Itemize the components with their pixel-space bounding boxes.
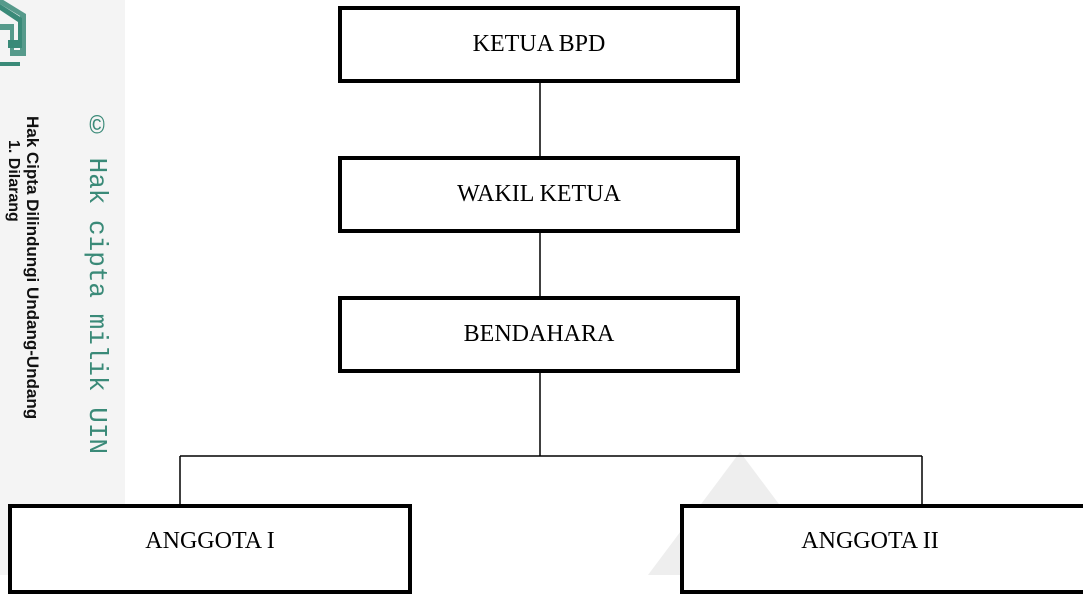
connector-lines [179,83,923,575]
watermark-copyright: © Hak cipta milik UIN [82,112,112,455]
node-bendahara-label: BENDAHARA [463,321,615,347]
node-anggota-1-label: ANGGOTA I [145,528,275,554]
watermark-law-line-2: 1. Dilarang [5,140,20,222]
node-anggota-2: ANGGOTA II [680,504,1083,594]
node-anggota-2-label: ANGGOTA II [801,528,939,554]
university-logo-icon [0,0,26,66]
watermark-law-line: Hak Cipta Dilindungi Undang-Undang [23,116,42,420]
node-anggota-1: ANGGOTA I [8,504,412,594]
node-bendahara: BENDAHARA [338,296,740,373]
node-wakil-ketua: WAKIL KETUA [338,156,740,233]
watermark-sidebar [0,0,125,575]
node-ketua-label: KETUA BPD [472,31,606,57]
node-ketua-bpd: KETUA BPD [338,6,740,83]
node-wakil-label: WAKIL KETUA [457,181,621,207]
